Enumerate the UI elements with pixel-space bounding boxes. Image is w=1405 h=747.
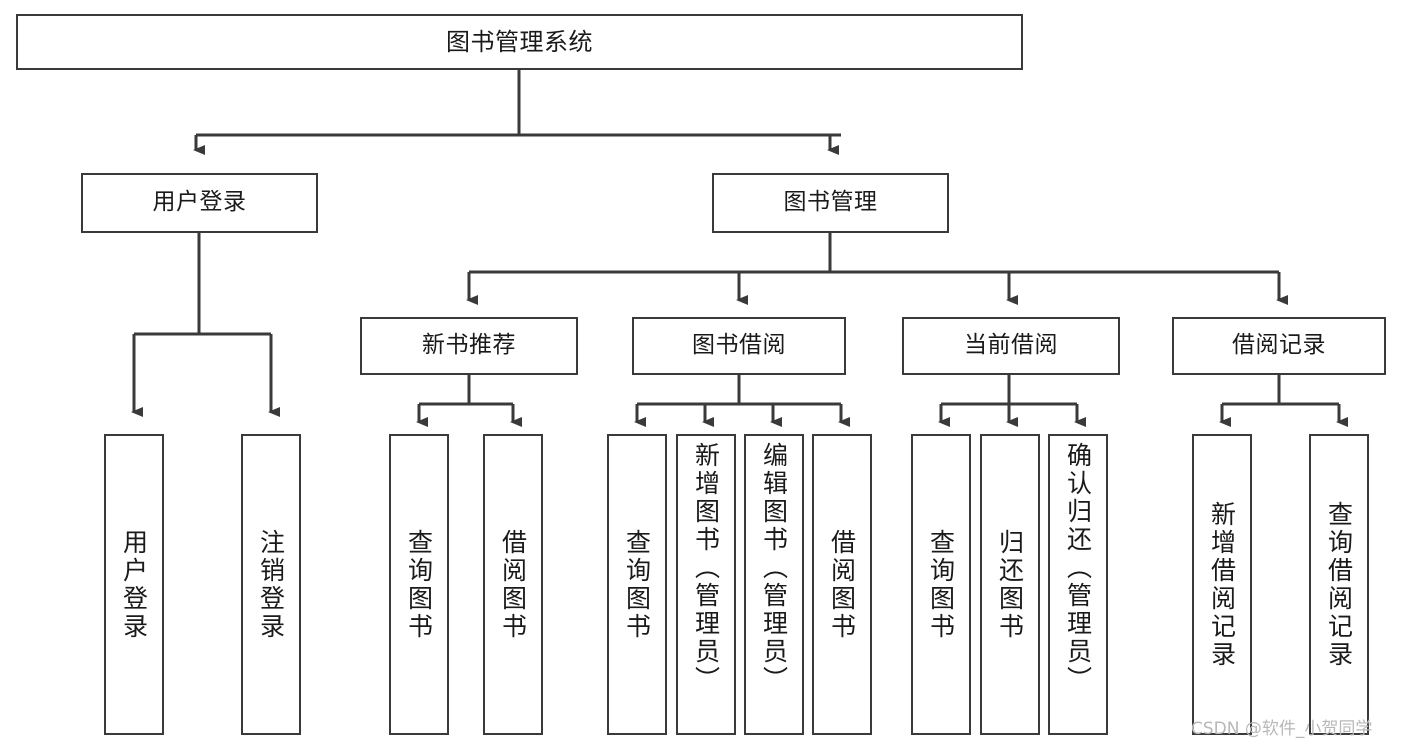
leaf-add-borrow-record[interactable]: 新增借阅记录 [1192,434,1252,735]
node-label: 归还图书 [995,528,1025,641]
leaf-user-login[interactable]: 用户登录 [104,434,164,735]
node-root-system[interactable]: 图书管理系统 [16,14,1023,70]
node-label: 借阅图书 [827,528,857,641]
leaf-borrow-book[interactable]: 借阅图书 [812,434,872,735]
node-user-login[interactable]: 用户登录 [81,173,318,233]
node-current-borrow[interactable]: 当前借阅 [902,317,1120,375]
node-label: 新增借阅记录 [1207,500,1237,669]
leaf-query-book-current[interactable]: 查询图书 [911,434,971,735]
node-label: 新增图书（管理员） [691,442,721,694]
node-label: 确认归还（管理员） [1063,442,1093,694]
node-label: 查询图书 [926,528,956,641]
leaf-confirm-return-admin[interactable]: 确认归还（管理员） [1048,434,1108,735]
node-label: 图书管理 [783,189,878,216]
node-label: 当前借阅 [964,332,1058,359]
node-book-manage[interactable]: 图书管理 [712,173,949,233]
csdn-watermark: CSDN @软件_小贺同学 [1191,719,1373,739]
leaf-add-book-admin[interactable]: 新增图书（管理员） [676,434,736,735]
node-new-book-recommend[interactable]: 新书推荐 [360,317,578,375]
leaf-query-book-recommend[interactable]: 查询图书 [389,434,449,735]
node-label: 编辑图书（管理员） [759,442,789,694]
leaf-edit-book-admin[interactable]: 编辑图书（管理员） [744,434,804,735]
node-label: 查询图书 [622,528,652,641]
node-label: 用户登录 [119,528,149,641]
node-label: 用户登录 [152,189,247,216]
leaf-query-book-borrow[interactable]: 查询图书 [607,434,667,735]
node-label: 借阅图书 [498,528,528,641]
leaf-logout-login[interactable]: 注销登录 [241,434,301,735]
node-book-borrow[interactable]: 图书借阅 [632,317,846,375]
node-label: 借阅记录 [1232,332,1326,359]
node-label: 图书借阅 [692,332,786,359]
leaf-return-book[interactable]: 归还图书 [980,434,1040,735]
node-label: 新书推荐 [422,332,516,359]
leaf-borrow-book-recommend[interactable]: 借阅图书 [483,434,543,735]
node-label: 查询借阅记录 [1324,500,1354,669]
node-label: 图书管理系统 [446,27,593,56]
node-label: 查询图书 [404,528,434,641]
node-borrow-record[interactable]: 借阅记录 [1172,317,1386,375]
leaf-query-borrow-record[interactable]: 查询借阅记录 [1309,434,1369,735]
node-label: 注销登录 [256,528,286,641]
